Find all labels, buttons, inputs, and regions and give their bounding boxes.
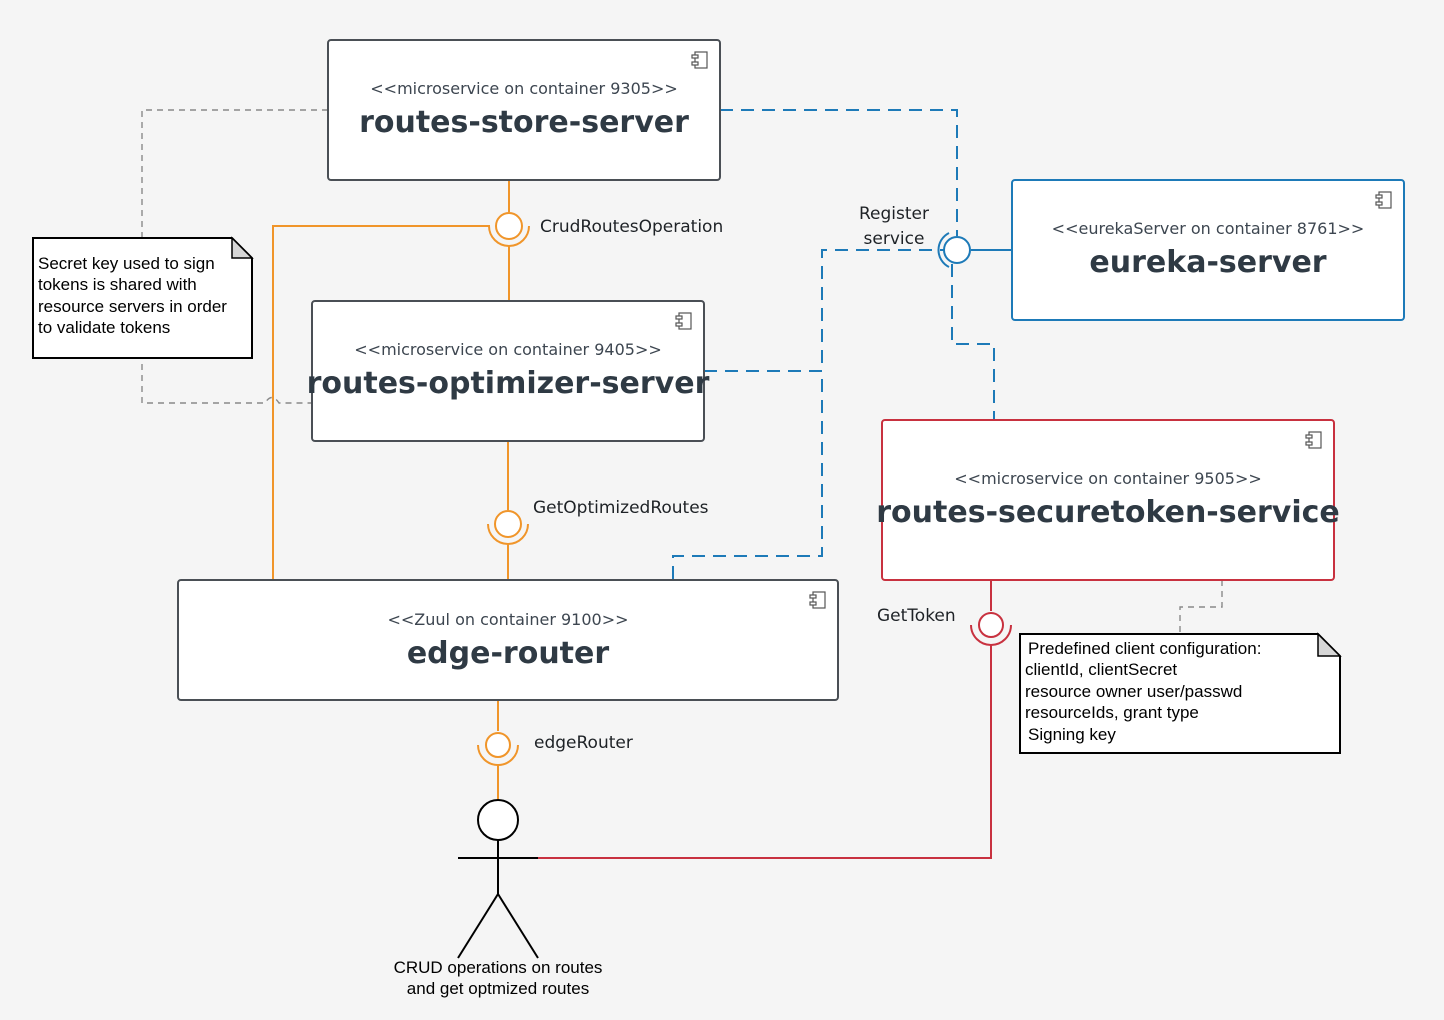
eureka-server-component[interactable]: <<eurekaServer on container 8761>> eurek… bbox=[1011, 179, 1405, 321]
secret-key-dashed-link bbox=[141, 109, 328, 404]
client-config-dashed-link bbox=[1179, 580, 1223, 634]
component-name: routes-optimizer-server bbox=[307, 366, 710, 401]
register-service-label-line2: service bbox=[864, 229, 925, 249]
note-fold-icon bbox=[231, 236, 254, 259]
edge-router-interface-label: edgeRouter bbox=[534, 733, 633, 753]
get-token-interface[interactable] bbox=[970, 612, 1012, 646]
stereotype-label: <<microservice on container 9305>> bbox=[370, 79, 678, 98]
optimizer-register-link bbox=[704, 249, 944, 372]
stereotype-label: <<eurekaServer on container 8761>> bbox=[1052, 219, 1365, 238]
actor-label-line2: and get optmized routes bbox=[407, 979, 589, 998]
edge-router-component[interactable]: <<Zuul on container 9100>> edge-router bbox=[177, 579, 839, 701]
crud-routes-interface[interactable] bbox=[488, 212, 530, 247]
actor-token-link bbox=[538, 645, 992, 859]
note-line: resourceIds, grant type bbox=[1025, 703, 1199, 722]
note-line: resource owner user/passwd bbox=[1025, 682, 1242, 701]
note-line: Signing key bbox=[1028, 725, 1116, 744]
note-line: to validate tokens bbox=[38, 318, 170, 337]
routes-store-server-component[interactable]: <<microservice on container 9305>> route… bbox=[327, 39, 721, 181]
register-service-interface[interactable] bbox=[937, 232, 971, 268]
note-line: Predefined client configuration: bbox=[1028, 639, 1261, 658]
component-name: routes-store-server bbox=[359, 105, 689, 140]
edge-register-link bbox=[672, 371, 823, 579]
stereotype-label: <<microservice on container 9405>> bbox=[354, 340, 662, 359]
routes-securetoken-service-component[interactable]: <<microservice on container 9505>> route… bbox=[876, 419, 1340, 581]
securetoken-register-link bbox=[951, 264, 995, 420]
client-config-note: Predefined client configuration: clientI… bbox=[1019, 632, 1342, 754]
component-name: edge-router bbox=[407, 636, 610, 671]
edge-router-interface[interactable] bbox=[477, 732, 519, 766]
get-optimized-routes-label: GetOptimizedRoutes bbox=[533, 498, 709, 518]
get-token-label: GetToken bbox=[877, 606, 956, 626]
component-name: eureka-server bbox=[1089, 245, 1326, 280]
component-name: routes-securetoken-service bbox=[876, 495, 1339, 530]
note-line: clientId, clientSecret bbox=[1025, 660, 1177, 679]
stereotype-label: <<Zuul on container 9100>> bbox=[387, 610, 628, 629]
edge-crud-link bbox=[272, 225, 490, 579]
register-service-label-line1: Register bbox=[859, 204, 929, 224]
crud-routes-operation-label: CrudRoutesOperation bbox=[540, 217, 723, 237]
stick-figure-icon[interactable] bbox=[457, 799, 539, 959]
note-line: Secret key used to sign bbox=[38, 254, 215, 273]
store-register-link bbox=[720, 109, 958, 236]
stereotype-label: <<microservice on container 9505>> bbox=[954, 469, 1262, 488]
actor-label-line1: CRUD operations on routes bbox=[394, 958, 603, 977]
note-fold-icon bbox=[1317, 632, 1342, 657]
secret-key-note: Secret key used to sign tokens is shared… bbox=[32, 236, 254, 359]
note-line: tokens is shared with bbox=[38, 275, 197, 294]
routes-optimizer-server-component[interactable]: <<microservice on container 9405>> route… bbox=[307, 300, 710, 442]
note-line: resource servers in order bbox=[38, 297, 227, 316]
get-optimized-routes-interface[interactable] bbox=[487, 510, 529, 545]
